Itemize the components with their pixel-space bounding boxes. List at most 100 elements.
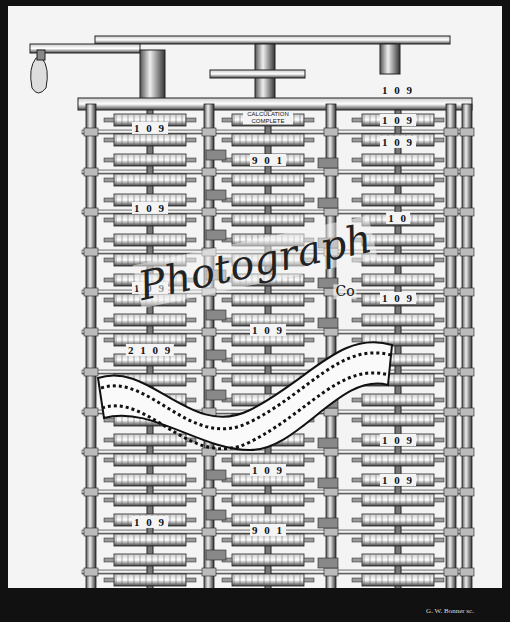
figure-wheel bbox=[362, 494, 434, 506]
wheel-flute bbox=[246, 495, 247, 505]
carry-lever bbox=[434, 518, 444, 522]
wheel-flute bbox=[418, 195, 419, 205]
frame-bar bbox=[82, 450, 468, 454]
figure-wheel bbox=[114, 554, 186, 566]
carry-lever bbox=[222, 578, 232, 582]
wheel-flute bbox=[376, 175, 377, 185]
wheel-flute bbox=[176, 135, 177, 145]
wheel-flute bbox=[382, 235, 383, 245]
pillar-collar bbox=[84, 488, 98, 496]
carry-lever bbox=[104, 458, 114, 462]
wheel-flute bbox=[282, 135, 283, 145]
wheel-flute bbox=[234, 115, 235, 125]
wheel-flute bbox=[270, 195, 271, 205]
wheel-flute bbox=[406, 235, 407, 245]
wheel-flute bbox=[418, 495, 419, 505]
wheel-flute bbox=[240, 455, 241, 465]
wheel-flute bbox=[116, 515, 117, 525]
wheel-flute bbox=[246, 355, 247, 365]
carry-lever bbox=[186, 358, 196, 362]
carry-lever bbox=[352, 578, 362, 582]
carry-lever bbox=[304, 178, 314, 182]
sector-arm bbox=[318, 438, 338, 448]
wheel-flute bbox=[294, 195, 295, 205]
wheel-flute bbox=[170, 135, 171, 145]
carry-lever bbox=[304, 278, 314, 282]
wheel-flute bbox=[282, 335, 283, 345]
figure-wheel bbox=[232, 194, 304, 206]
carry-lever bbox=[434, 378, 444, 382]
pillar-collar bbox=[84, 328, 98, 336]
wheel-flute bbox=[388, 315, 389, 325]
wheel-flute bbox=[364, 135, 365, 145]
wheel-flute bbox=[158, 555, 159, 565]
wheel-flute bbox=[288, 455, 289, 465]
wheel-flute bbox=[134, 495, 135, 505]
wheel-flute bbox=[176, 195, 177, 205]
wheel-flute bbox=[394, 235, 395, 245]
wheel-flute bbox=[412, 215, 413, 225]
carry-lever bbox=[186, 158, 196, 162]
wheel-flute bbox=[400, 155, 401, 165]
wheel-flute bbox=[406, 395, 407, 405]
carry-lever bbox=[186, 478, 196, 482]
wheel-flute bbox=[234, 575, 235, 585]
carry-lever bbox=[352, 118, 362, 122]
wheel-flute bbox=[270, 355, 271, 365]
wheel-flute bbox=[370, 395, 371, 405]
wheel-flute bbox=[418, 435, 419, 445]
wheel-flute bbox=[406, 175, 407, 185]
wheel-flute bbox=[418, 475, 419, 485]
wheel-flute bbox=[376, 215, 377, 225]
figure-wheel bbox=[362, 574, 434, 586]
wheel-flute bbox=[412, 535, 413, 545]
wheel-flute bbox=[282, 375, 283, 385]
wheel-flute bbox=[424, 115, 425, 125]
wheel-flute bbox=[164, 555, 165, 565]
carry-lever bbox=[434, 278, 444, 282]
wheel-flute bbox=[418, 315, 419, 325]
wheel-flute bbox=[122, 455, 123, 465]
wheel-flute bbox=[258, 195, 259, 205]
carry-lever bbox=[186, 458, 196, 462]
wheel-flute bbox=[418, 515, 419, 525]
wheel-flute bbox=[252, 355, 253, 365]
wheel-flute bbox=[140, 175, 141, 185]
wheel-figures: 1 0 bbox=[386, 212, 410, 224]
wheel-flute bbox=[252, 395, 253, 405]
carry-lever bbox=[352, 178, 362, 182]
wheel-flute bbox=[246, 195, 247, 205]
wheel-flute bbox=[164, 315, 165, 325]
carry-lever bbox=[222, 118, 232, 122]
watermark: Co bbox=[333, 284, 356, 299]
carry-lever bbox=[352, 158, 362, 162]
pillar-collar bbox=[324, 408, 338, 416]
wheel-flute bbox=[170, 475, 171, 485]
wheel-flute bbox=[294, 215, 295, 225]
wheel-flute bbox=[176, 355, 177, 365]
carry-lever bbox=[104, 578, 114, 582]
wheel-flute bbox=[146, 535, 147, 545]
figure-wheel bbox=[232, 354, 304, 366]
carry-lever bbox=[186, 178, 196, 182]
wheel-flute bbox=[382, 415, 383, 425]
wheel-flute bbox=[152, 215, 153, 225]
wheel-flute bbox=[400, 175, 401, 185]
wheel-flute bbox=[430, 195, 431, 205]
carry-lever bbox=[434, 118, 444, 122]
carry-lever bbox=[434, 138, 444, 142]
wheel-flute bbox=[424, 215, 425, 225]
wheel-flute bbox=[376, 535, 377, 545]
wheel-flute bbox=[406, 155, 407, 165]
wheel-flute bbox=[424, 315, 425, 325]
wheel-flute bbox=[406, 415, 407, 425]
wheel-flute bbox=[182, 575, 183, 585]
wheel-flute bbox=[424, 395, 425, 405]
wheel-flute bbox=[234, 135, 235, 145]
carry-lever bbox=[104, 218, 114, 222]
wheel-flute bbox=[128, 555, 129, 565]
top-beam bbox=[95, 36, 450, 44]
carry-lever bbox=[304, 438, 314, 442]
wheel-flute bbox=[300, 115, 301, 125]
wheel-flute bbox=[394, 195, 395, 205]
